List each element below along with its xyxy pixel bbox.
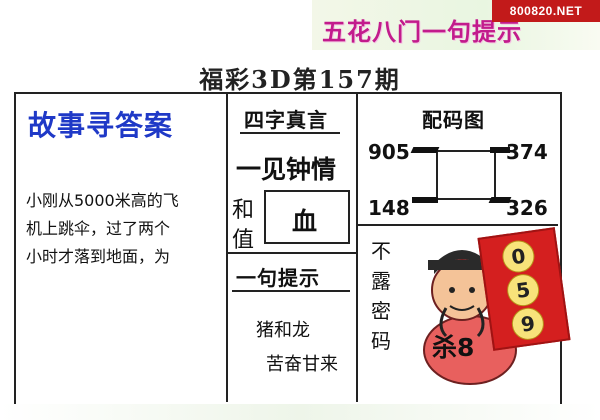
- story-line: 小时才落到地面，为: [26, 247, 171, 266]
- code-map-connector: [410, 147, 440, 153]
- story-title: 故事寻答案: [28, 109, 174, 142]
- vertical-char: 露: [371, 269, 391, 293]
- vertical-text: 不 露 密 码: [370, 236, 392, 356]
- idiom-left-char: 和: [232, 198, 255, 223]
- vertical-char: 码: [371, 329, 391, 353]
- vertical-char: 不: [371, 239, 391, 263]
- code-map-title: 配码图: [422, 108, 485, 132]
- hint-title: 一句提示: [236, 266, 320, 290]
- code-map-connector: [488, 197, 512, 203]
- banner-title: 五花八门一句提示: [322, 18, 522, 46]
- hint-line: 苦奋甘来: [266, 354, 338, 375]
- kill-text: 杀8: [432, 333, 475, 362]
- idiom-title: 四字真言: [244, 108, 328, 132]
- code-number: 148: [368, 196, 410, 220]
- code-number: 374: [506, 140, 548, 164]
- idiom-left-char: 值: [232, 228, 255, 253]
- code-number: 905: [368, 140, 410, 164]
- vertical-char: 密: [371, 299, 391, 323]
- divider-middle-horizontal: [228, 252, 358, 254]
- idiom-inner-box: [264, 190, 350, 244]
- code-map-connector: [490, 147, 510, 153]
- hint-title-underline: [232, 290, 350, 292]
- flag-digit: 9: [509, 305, 546, 342]
- story-line: 机上跳伞，过了两个: [26, 219, 171, 238]
- bottom-decor-strip: [0, 404, 600, 420]
- site-badge[interactable]: 800820.NET: [492, 0, 600, 22]
- divider-right-horizontal: [358, 224, 558, 226]
- idiom-center-char: 血: [292, 207, 318, 236]
- issue-title: 福彩3D第157期: [199, 65, 401, 94]
- flag-digit: 5: [505, 272, 542, 309]
- number-flag: 0 5 9: [477, 227, 571, 351]
- idiom-title-underline: [240, 132, 340, 134]
- divider-left: [226, 94, 228, 402]
- flag-digit: 0: [500, 238, 537, 275]
- hint-line: 猪和龙: [256, 320, 310, 341]
- story-body: 小刚从5000米高的飞 机上跳伞，过了两个 小时才落到地面，为: [26, 187, 226, 271]
- code-number: 326: [506, 196, 548, 220]
- story-line: 小刚从5000米高的飞: [26, 191, 179, 210]
- code-map-connector: [412, 197, 438, 203]
- idiom-phrase: 一见钟情: [236, 155, 337, 184]
- code-map-square: [436, 150, 496, 200]
- divider-right: [356, 94, 358, 402]
